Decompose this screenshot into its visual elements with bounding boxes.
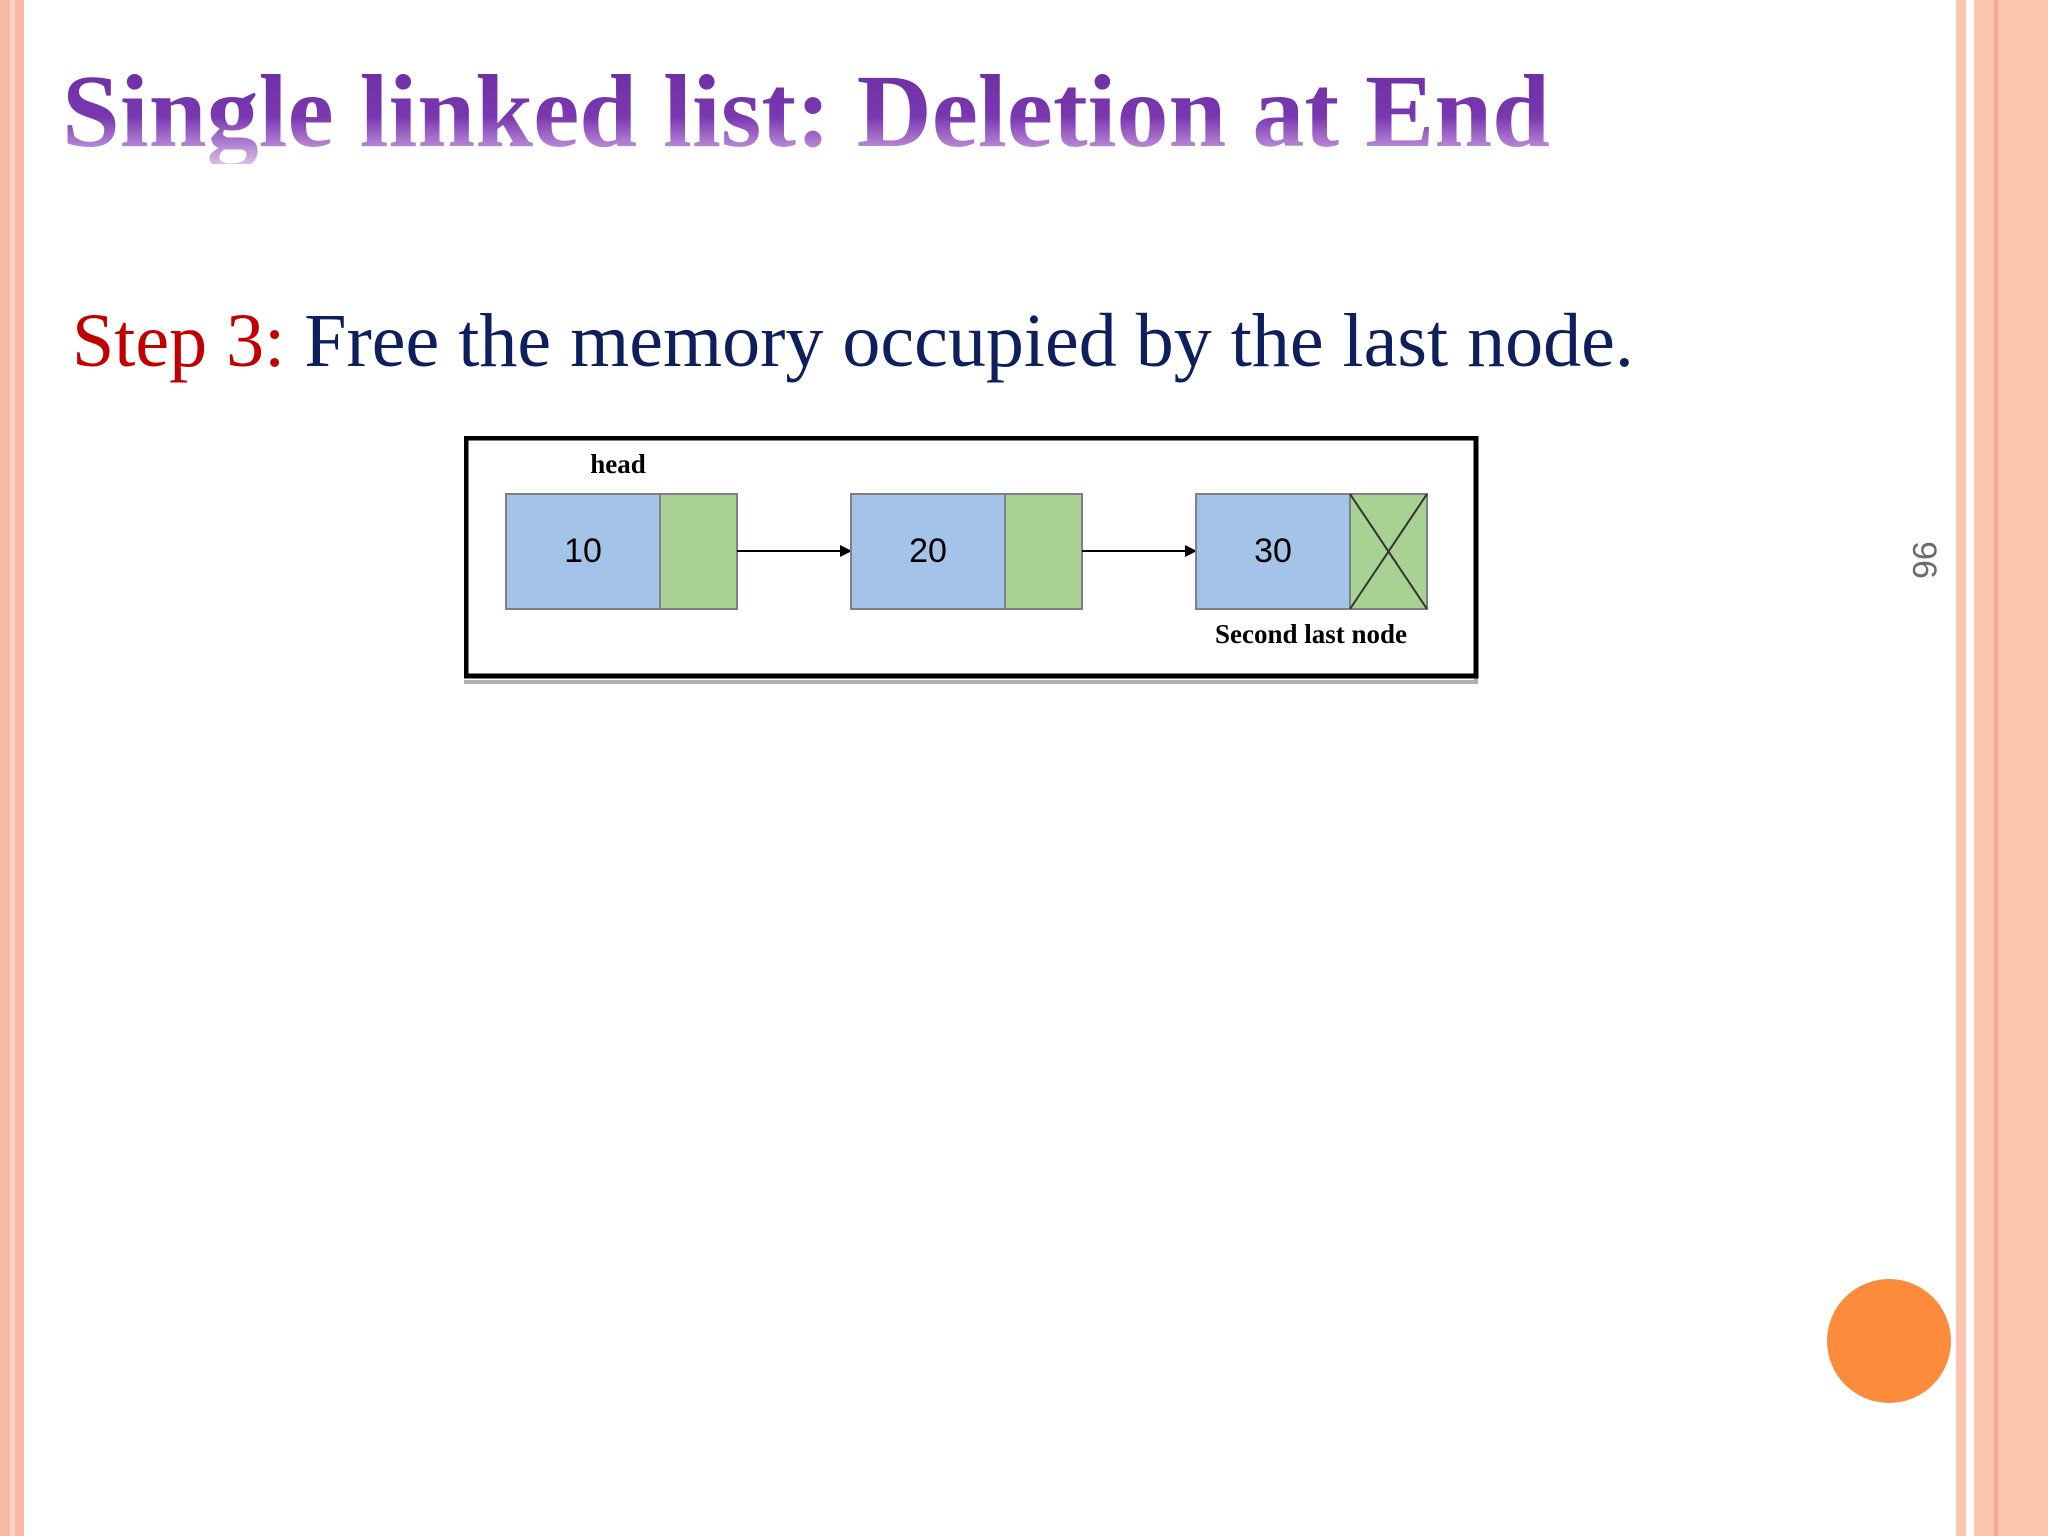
left-decorative-stripe-inner <box>10 0 15 1536</box>
list-node: 30 <box>1195 493 1428 610</box>
head-label: head <box>590 449 646 479</box>
slide-title: Single linked list: Deletion at End <box>62 54 1550 169</box>
right-decorative-band <box>1956 0 1966 1536</box>
right-decorative-band-line <box>1994 0 1998 1536</box>
list-node: 20 <box>850 493 1083 610</box>
node-value: 20 <box>909 532 947 570</box>
second-last-node-caption: Second last node <box>1215 619 1407 649</box>
step-description: Step 3: Free the memory occupied by the … <box>72 299 1634 384</box>
right-decorative-gap <box>1966 0 1974 1536</box>
step-label: Step 3: <box>72 299 286 383</box>
right-decorative-band-outer <box>1974 0 2048 1536</box>
node-pointer-cell <box>659 493 738 610</box>
linked-list-diagram: head 10 20 30 Second last node <box>464 436 1479 684</box>
decorative-orange-circle <box>1827 1279 1951 1403</box>
node-data-cell <box>1195 493 1351 610</box>
null-cross <box>1349 493 1428 610</box>
node-value: 30 <box>1254 532 1292 570</box>
page-number: 96 <box>1905 541 1944 579</box>
node-data-cell <box>850 493 1006 610</box>
node-value: 10 <box>564 532 602 570</box>
list-node: 10 <box>505 493 738 610</box>
step-body: Free the memory occupied by the last nod… <box>285 299 1634 383</box>
node-pointer-cell <box>1004 493 1083 610</box>
node-data-cell <box>505 493 661 610</box>
